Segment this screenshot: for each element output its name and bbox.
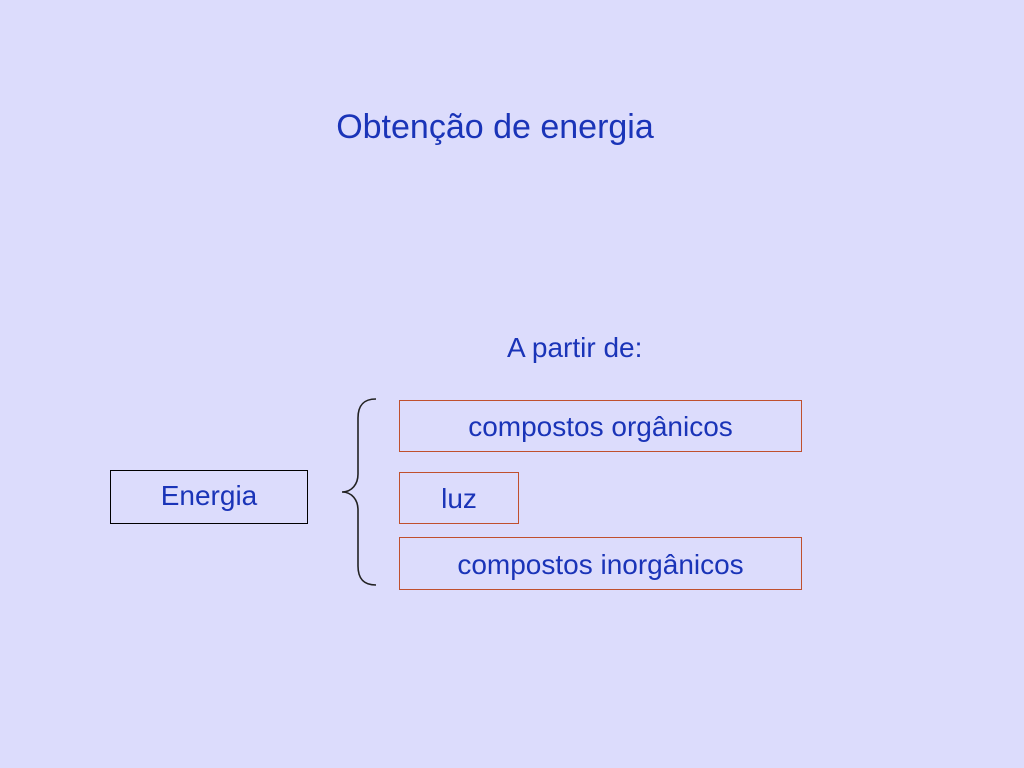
option-box-light: luz — [399, 472, 519, 524]
subtitle-label: A partir de: — [507, 332, 643, 363]
energy-source-box: Energia — [110, 470, 308, 524]
slide-title: Obtenção de energia — [0, 104, 1024, 150]
curly-brace — [341, 398, 377, 586]
option-label: compostos orgânicos — [468, 411, 733, 442]
option-label: compostos inorgânicos — [457, 548, 744, 580]
option-box-organic-compounds: compostos orgânicos — [399, 400, 802, 452]
slide-title-text: Obtenção de energia — [336, 108, 654, 146]
curly-brace-stroke — [341, 398, 377, 586]
energy-source-label: Energia — [160, 480, 258, 511]
option-label: luz — [441, 483, 477, 514]
option-box-inorganic-compounds: compostos inorgânicos — [399, 537, 802, 590]
